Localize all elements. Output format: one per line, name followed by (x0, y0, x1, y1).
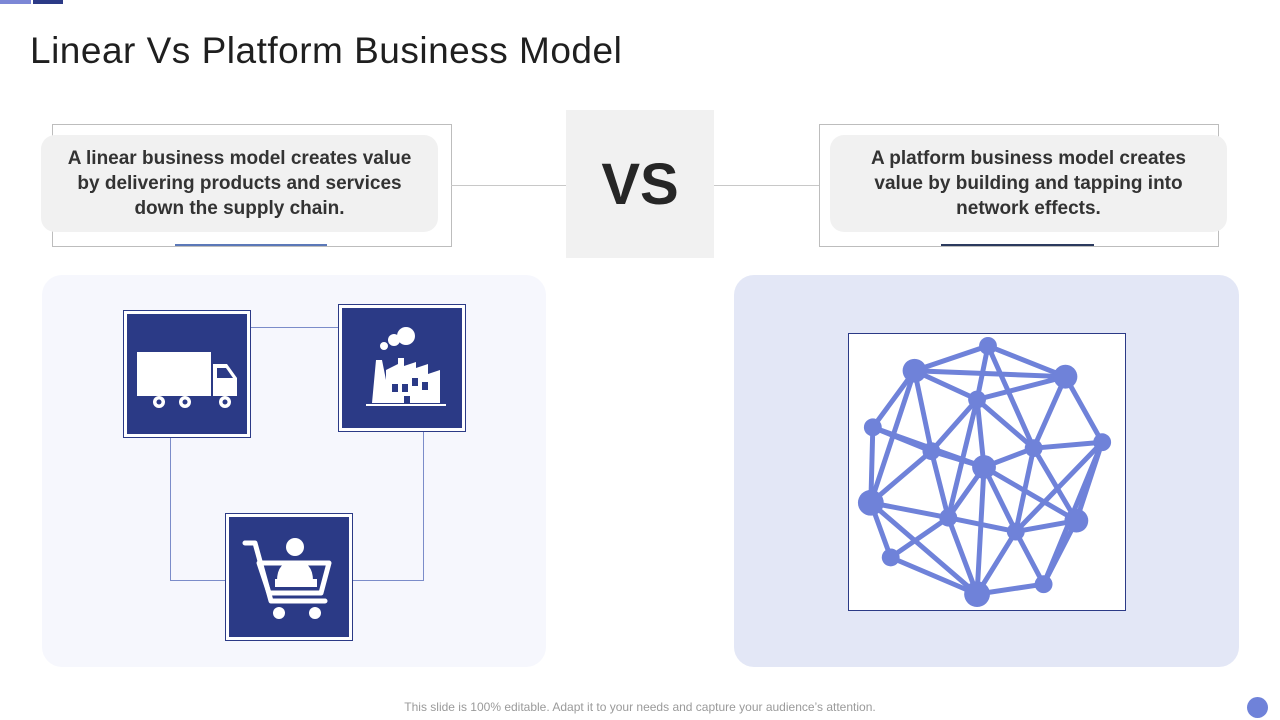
network-node (1034, 575, 1053, 594)
network-edge (888, 515, 951, 560)
network-node (968, 390, 987, 409)
network-edge (928, 448, 951, 521)
network-edge (985, 343, 1037, 451)
page-title: Linear Vs Platform Business Model (30, 30, 623, 71)
platform-card-underline (941, 244, 1094, 246)
network-edge (1031, 445, 1079, 524)
network-edge (1031, 439, 1105, 451)
network-edge (981, 464, 1079, 524)
network-node (902, 358, 927, 383)
shopping-cart-customer-icon (242, 538, 332, 619)
network-edge (945, 515, 1019, 535)
network-edge (945, 397, 980, 521)
network-edge (945, 515, 980, 597)
network-edge (985, 343, 1068, 380)
factory-tile (338, 304, 466, 432)
network-node (979, 336, 997, 355)
top-accent-bar-light (0, 0, 31, 4)
network-node (1053, 364, 1078, 389)
network-edge (1031, 374, 1068, 451)
network-edge (974, 464, 987, 597)
network-edge (868, 500, 951, 521)
flow-line-truck-factory (250, 327, 339, 328)
network-edge (981, 464, 1019, 535)
network-edge (912, 368, 1068, 380)
network-node (1006, 522, 1025, 541)
network-edge (1013, 529, 1047, 587)
page-indicator-dot (1247, 697, 1268, 718)
network-node (1064, 508, 1089, 533)
network-tile (848, 333, 1126, 611)
network-edge (912, 343, 991, 374)
network-node (881, 548, 900, 567)
flow-line-factory-cart (352, 580, 424, 581)
network-node (922, 442, 941, 461)
linear-card-underline (175, 244, 327, 246)
network-edge (888, 554, 980, 597)
truck-tile (123, 310, 251, 438)
network-graph-icon (857, 336, 1112, 608)
network-node (857, 489, 884, 516)
truck-icon (137, 352, 237, 408)
network-edge (974, 374, 1068, 403)
network-node (939, 508, 958, 527)
network-node (972, 455, 996, 479)
network-edge (1062, 374, 1105, 445)
vs-badge: VS (566, 110, 714, 258)
top-accent-bar-dark (33, 0, 63, 4)
factory-icon (366, 327, 446, 406)
flow-line-truck-cart (170, 580, 226, 581)
network-node (1093, 433, 1112, 452)
network-edge (928, 397, 980, 454)
network-node (1024, 439, 1043, 458)
shopping-cart-tile (225, 513, 353, 641)
network-edge (868, 500, 980, 597)
platform-description: A platform business model creates value … (830, 135, 1227, 232)
network-node (863, 418, 882, 437)
network-edge (974, 397, 1037, 451)
network-node (964, 581, 990, 608)
flow-line-truck-down (170, 437, 171, 581)
network-edge (912, 368, 934, 454)
network-edge (868, 448, 934, 506)
connector-right (714, 185, 820, 186)
connector-left (451, 185, 566, 186)
linear-description: A linear business model creates value by… (41, 135, 438, 232)
flow-line-factory-down (423, 431, 424, 581)
footer-note: This slide is 100% editable. Adapt it to… (404, 700, 876, 714)
